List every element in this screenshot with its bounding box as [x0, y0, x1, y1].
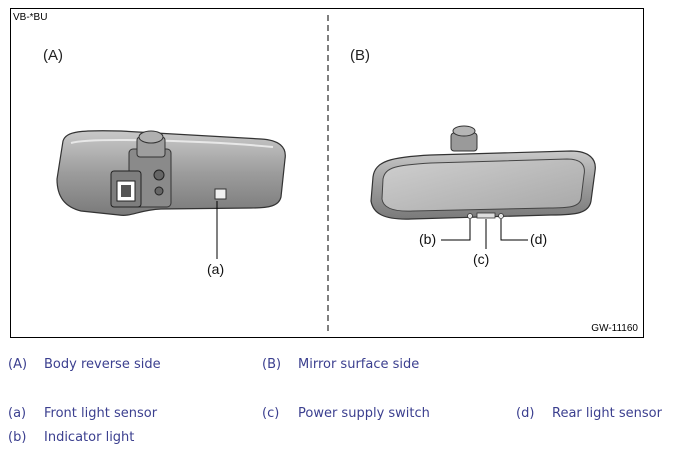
indicator-light — [467, 213, 473, 219]
front-light-sensor — [214, 188, 227, 200]
legend-text: Indicator light — [44, 430, 135, 445]
power-supply-switch — [476, 212, 496, 219]
legend-key: (d) — [516, 406, 535, 421]
mount-assembly — [110, 130, 172, 208]
mirror-front-view — [370, 125, 596, 249]
legend-item: (B) Mirror surface side — [262, 357, 419, 372]
figure-frame: VB-*BU (A) (B) (a) (b) (c) (d) GW-11160 — [10, 8, 644, 338]
rear-light-sensor — [498, 213, 504, 219]
legend-item: (A) Body reverse side — [8, 357, 161, 372]
callout-a: (a) — [207, 261, 225, 277]
mirror-illustration — [56, 15, 596, 335]
callout-c: (c) — [473, 251, 490, 267]
mirror-back-view — [56, 130, 286, 259]
figure-code: VB-*BU — [13, 12, 48, 23]
legend-text: Power supply switch — [298, 406, 430, 421]
panel-label-b: (B) — [350, 47, 370, 64]
figure-id: GW-11160 — [591, 323, 638, 334]
callout-d: (d) — [530, 231, 548, 247]
panel-label-a: (A) — [43, 47, 63, 64]
legend-text: Rear light sensor — [552, 406, 662, 421]
legend-text: Body reverse side — [44, 357, 161, 372]
legend-key: (A) — [8, 357, 28, 372]
legend-text: Mirror surface side — [298, 357, 420, 372]
legend-item: (b) Indicator light — [8, 430, 134, 445]
legend-item: (a) Front light sensor — [8, 406, 157, 421]
legend-item: (c) Power supply switch — [262, 406, 430, 421]
legend-item: (d) Rear light sensor — [516, 406, 662, 421]
legend-key: (b) — [8, 430, 27, 445]
legend-text: Front light sensor — [44, 406, 158, 421]
legend-key: (B) — [262, 357, 282, 372]
callout-b: (b) — [419, 231, 437, 247]
legend-key: (a) — [8, 406, 27, 421]
legend-key: (c) — [262, 406, 280, 421]
